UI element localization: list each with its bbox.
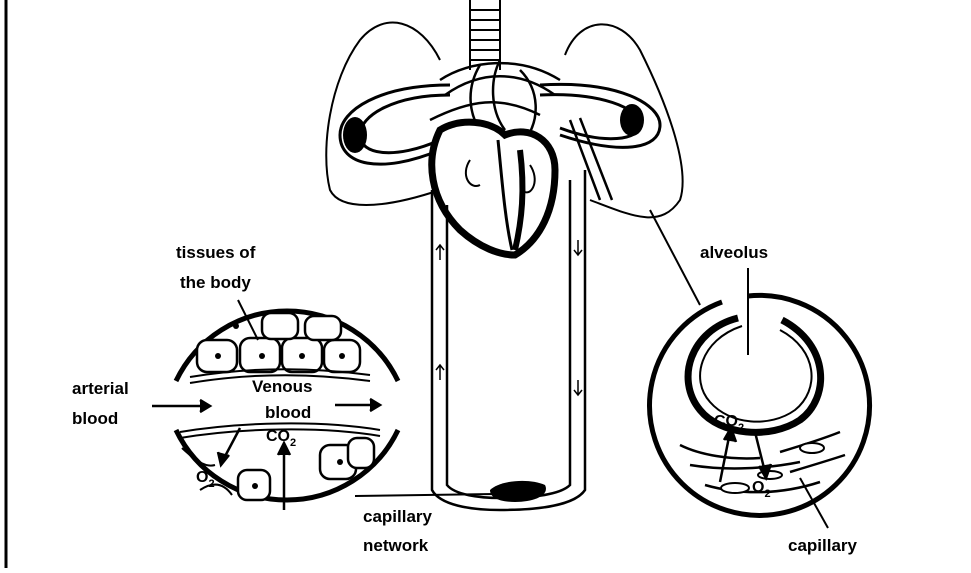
tissues-label-line1: tissues of [176, 243, 256, 262]
capillary-network-blob [490, 481, 546, 502]
venous-label-line1: Venous [252, 377, 312, 396]
tissue-co2-label: CO2 [266, 428, 296, 449]
capillary-network-label-line2: network [363, 536, 429, 555]
alveolus-wall-inner [700, 326, 811, 422]
left-lung [326, 23, 440, 205]
capillary-label: capillary [788, 536, 858, 555]
arterial-label-line2: blood [72, 409, 118, 428]
capillary-leader-line [800, 478, 828, 528]
left-lung-dark-patch [343, 117, 367, 153]
tissue-cell [305, 316, 341, 340]
flow-arrows [436, 240, 582, 395]
alveolus-label: alveolus [700, 243, 768, 262]
tissue-cell [348, 438, 374, 468]
tissues-label-line2: the body [180, 273, 251, 292]
arterial-label-line1: arterial [72, 379, 129, 398]
right-lung-dark-patch [620, 104, 644, 136]
tissue-cell [262, 313, 298, 339]
lung-to-inset-line [650, 210, 700, 305]
venous-label-line2: blood [265, 403, 311, 422]
capillary-network-label-line1: capillary [363, 507, 433, 526]
alveolus-wall [688, 318, 821, 432]
alveolus-arrows [720, 428, 771, 482]
alveolus-o2-label: O2 [752, 479, 771, 500]
heart [432, 122, 555, 255]
trachea [470, 0, 500, 70]
